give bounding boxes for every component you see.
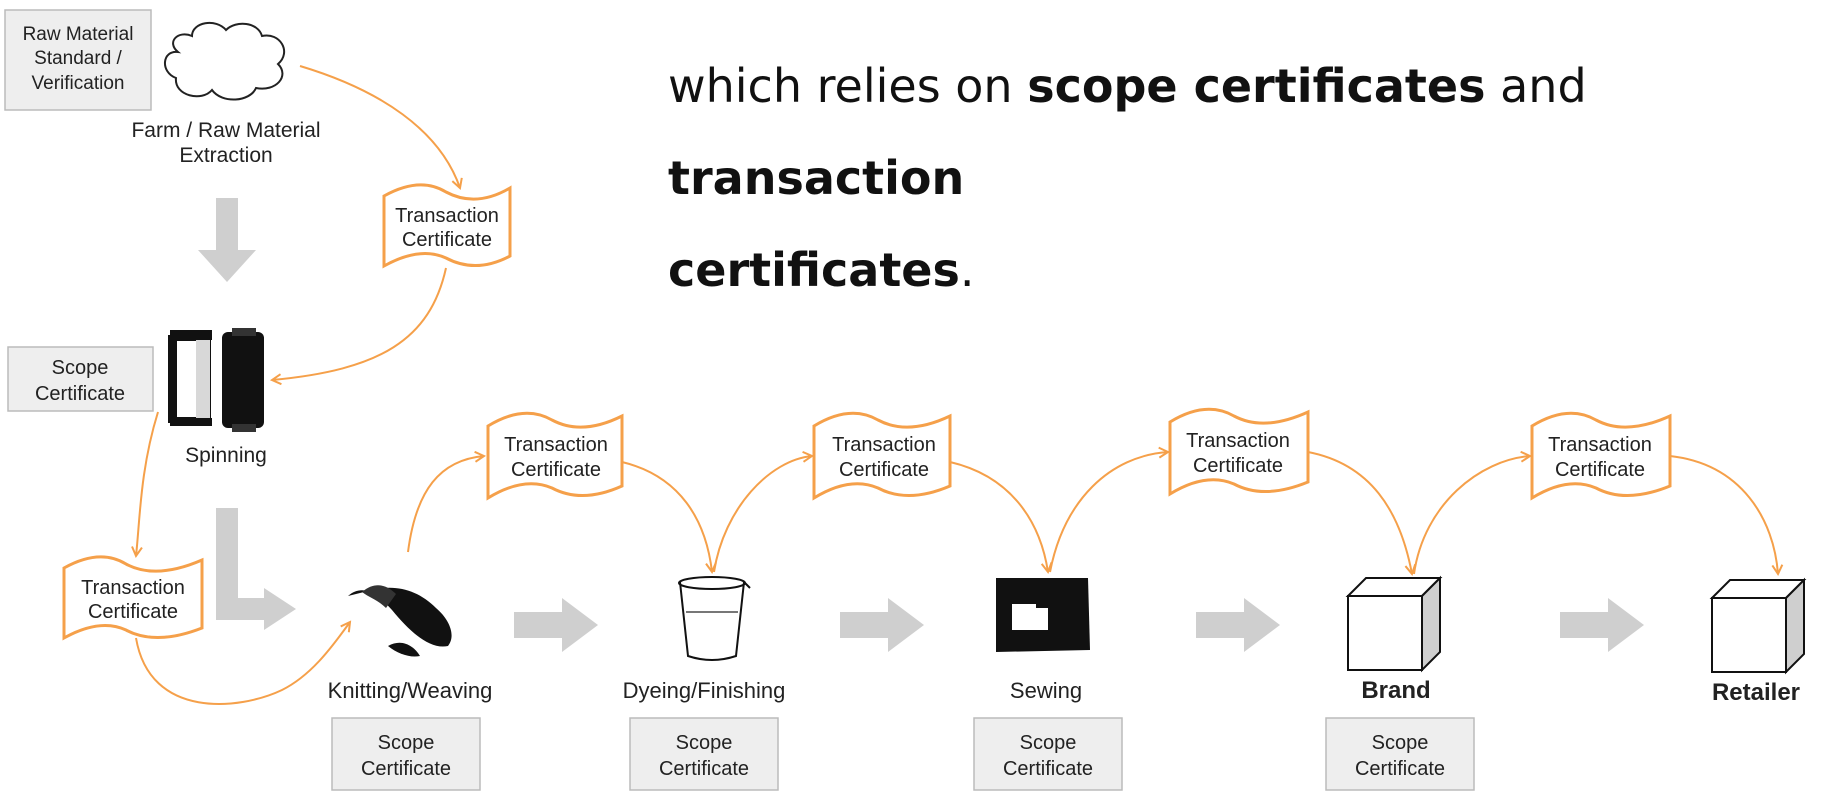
svg-text:Certificate: Certificate [1003, 758, 1093, 780]
scope-certificate-dyeing: Scope Certificate [629, 717, 779, 791]
scope-certificate-sewing: Scope Certificate [973, 717, 1123, 791]
svg-text:Transaction: Transaction [1186, 430, 1290, 452]
svg-text:Transaction: Transaction [504, 434, 608, 456]
stage-label-sewing: Sewing [1010, 678, 1082, 703]
spinning-label: Spinning [185, 444, 267, 467]
standard-line-3: Verification [32, 73, 125, 94]
intro-bold-transaction: transaction [668, 151, 965, 205]
svg-text:Certificate: Certificate [361, 758, 451, 780]
intro-bold-certificates: certificates [668, 243, 960, 297]
brand-box-icon [1345, 575, 1443, 673]
svg-text:Scope: Scope [378, 732, 435, 754]
scope-certificate-brand: Scope Certificate [1325, 717, 1475, 791]
spools-icon [168, 328, 264, 432]
svg-text:Transaction: Transaction [1548, 434, 1652, 456]
svg-text:Certificate: Certificate [35, 383, 125, 405]
transaction-certificate-2: Transaction Certificate [62, 555, 204, 641]
svg-text:Scope: Scope [1372, 732, 1429, 754]
transaction-certificate-3: Transaction Certificate [486, 411, 624, 501]
svg-text:Certificate: Certificate [402, 229, 492, 251]
stage-label-retailer: Retailer [1712, 679, 1800, 706]
intro-mid: and [1485, 59, 1587, 113]
standard-line-1: Raw Material [23, 24, 134, 45]
svg-text:Transaction: Transaction [395, 205, 499, 227]
svg-text:Certificate: Certificate [1555, 459, 1645, 481]
cloud-icon [164, 21, 285, 101]
transaction-certificate-6: Transaction Certificate [1530, 411, 1672, 501]
svg-text:Transaction: Transaction [832, 434, 936, 456]
svg-text:Scope: Scope [52, 357, 109, 379]
down-arrow [198, 198, 256, 282]
svg-text:Certificate: Certificate [659, 758, 749, 780]
l-shaped-arrow [216, 508, 296, 630]
raw-material-standard-box: Raw Material Standard / Verification [4, 9, 152, 111]
stage-arrows [514, 598, 1644, 652]
intro-text: which relies on scope certificates and t… [668, 40, 1818, 316]
transaction-certificate-5: Transaction Certificate [1168, 407, 1310, 497]
transaction-certificate-4: Transaction Certificate [812, 411, 952, 501]
intro-lead: which relies on [668, 59, 1028, 113]
svg-text:Certificate: Certificate [88, 601, 178, 623]
transaction-certificate-1: Transaction Certificate [382, 183, 512, 269]
svg-text:Certificate: Certificate [511, 459, 601, 481]
farm-label-1: Farm / Raw Material [131, 119, 320, 142]
svg-text:Certificate: Certificate [1355, 758, 1445, 780]
intro-end: . [959, 243, 975, 297]
stage-label-dyeing: Dyeing/Finishing [623, 678, 786, 703]
intro-bold-scope: scope certificates [1027, 59, 1486, 113]
svg-text:Transaction: Transaction [81, 577, 185, 599]
flow-arrows [136, 65, 1778, 705]
svg-text:Scope: Scope [1020, 732, 1077, 754]
scope-certificate-spinning: Scope Certificate [7, 346, 154, 412]
stage-label-knitting: Knitting/Weaving [328, 678, 493, 703]
svg-text:Certificate: Certificate [839, 459, 929, 481]
farm-label-2: Extraction [179, 144, 272, 167]
svg-text:Scope: Scope [676, 732, 733, 754]
sewing-machine-icon [996, 578, 1090, 652]
svg-text:Certificate: Certificate [1193, 455, 1283, 477]
scope-certificate-knitting: Scope Certificate [331, 717, 481, 791]
beaker-icon [678, 576, 751, 661]
stage-label-brand: Brand [1361, 677, 1430, 704]
fabric-roll-icon [348, 585, 452, 657]
standard-line-2: Standard / [34, 48, 122, 69]
retailer-box-icon [1709, 577, 1807, 675]
